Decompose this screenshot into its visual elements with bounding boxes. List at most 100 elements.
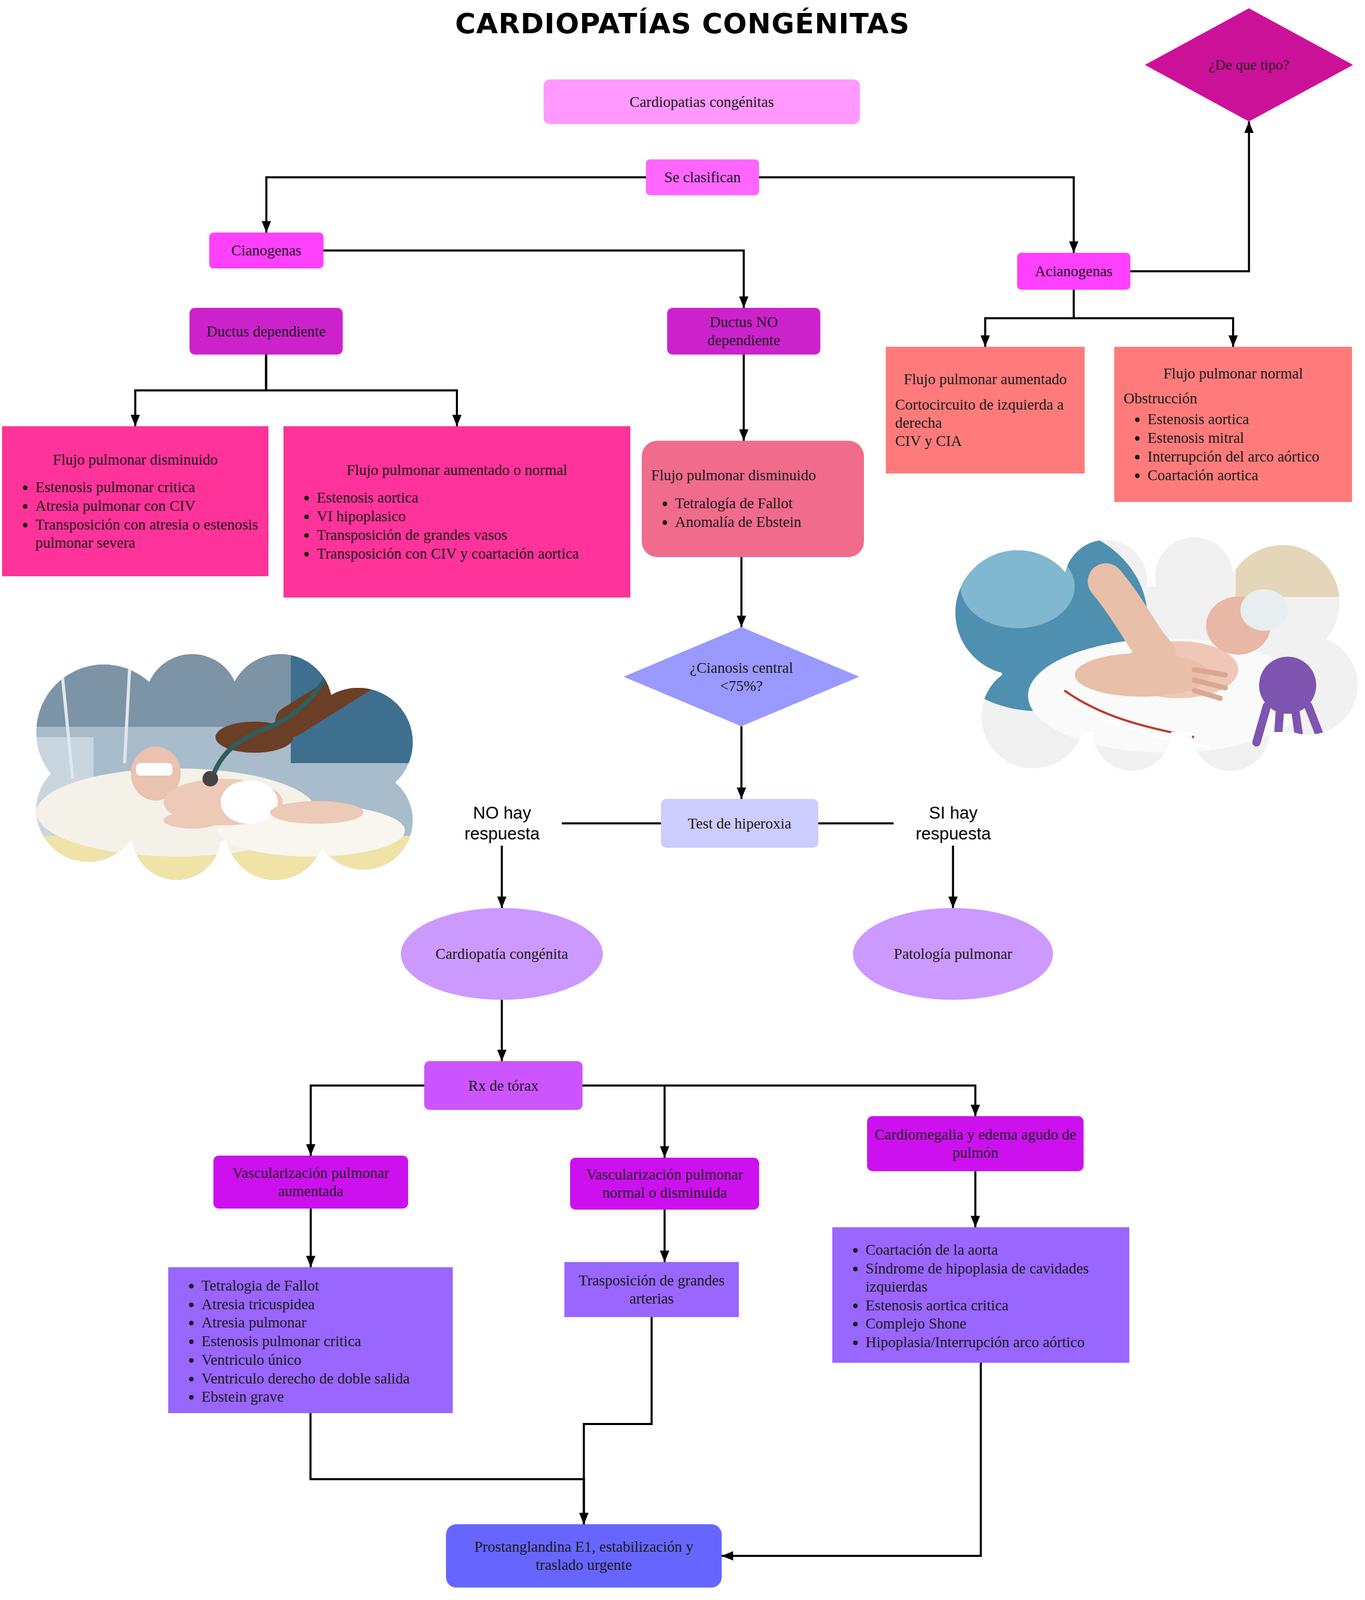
- connector-arrow: [501, 999, 504, 1062]
- process-box: Cianogenas: [209, 232, 324, 269]
- connector-arrow: [135, 354, 267, 427]
- box-text: Vascularización pulmonar aumentada: [220, 1164, 401, 1201]
- list-item: Estenosis aortica critica: [865, 1296, 1120, 1315]
- list-item: Coartación de la aorta: [865, 1240, 1120, 1260]
- list-item: Interrupción del arco aórtico: [1147, 447, 1343, 466]
- connector-arrow: [742, 354, 746, 441]
- box-heading: Flujo pulmonar aumentado o normal: [292, 461, 621, 480]
- list-item: Atresia pulmonar: [201, 1313, 444, 1332]
- connector-arrow: [582, 1085, 665, 1158]
- list-item: Ebstein grave: [201, 1387, 444, 1407]
- list-item: Ventriculo derecho de doble salida: [201, 1369, 444, 1388]
- list-item: Estenosis aortica: [316, 488, 621, 507]
- box-text: Prostanglandina E1, estabilización y tra…: [453, 1537, 715, 1575]
- process-box: Cardiopatias congénitas: [543, 79, 860, 125]
- process-box: Coartación de la aortaSíndrome de hipopl…: [832, 1227, 1130, 1363]
- decision-diamond: ¿De que tipo?: [1144, 8, 1354, 122]
- box-text: CIV y CIA: [895, 431, 1076, 451]
- box-text: Ductus NO dependiente: [674, 313, 814, 350]
- connector-arrow: [740, 726, 743, 800]
- connector-arrow: [309, 1208, 313, 1268]
- box-text: Cianogenas: [216, 241, 317, 260]
- connector-arrow: [663, 1209, 666, 1263]
- edge-label: NO hay respuesta: [442, 800, 562, 846]
- box-heading: Flujo pulmonar disminuido: [11, 450, 260, 469]
- process-box: Flujo pulmonar normalObstrucciónEstenosi…: [1114, 346, 1353, 503]
- bullet-list: Coartación de la aortaSíndrome de hipopl…: [841, 1240, 1120, 1353]
- connector-arrow: [310, 1413, 585, 1525]
- list-item: Atresia tricuspidea: [201, 1295, 444, 1314]
- connector-arrow: [582, 1085, 976, 1117]
- box-text: Patología pulmonar: [873, 944, 1033, 964]
- box-heading: Flujo pulmonar normal: [1123, 364, 1343, 383]
- newborn-photo: [929, 524, 1365, 779]
- bullet-list: Estenosis aorticaEstenosis mitralInterru…: [1123, 409, 1343, 485]
- box-text: Vascularización pulmonar normal o dismin…: [577, 1165, 752, 1202]
- process-box: Acianogenas: [1017, 252, 1131, 290]
- process-box: Rx de tórax: [424, 1061, 583, 1111]
- list-item: Coartación aortica: [1147, 466, 1343, 485]
- list-item: Estenosis aortica: [1147, 410, 1343, 429]
- list-item: Transposición con CIV y coartación aorti…: [316, 544, 621, 563]
- list-item: Síndrome de hipoplasia de cavidades izqu…: [865, 1259, 1120, 1296]
- connector-arrow: [759, 177, 1074, 254]
- box-text: ¿De que tipo?: [1186, 56, 1312, 74]
- box-text: Obstrucción: [1123, 389, 1343, 408]
- list-item: Estenosis pulmonar critica: [201, 1332, 444, 1351]
- connector-arrow: [974, 1171, 977, 1228]
- terminal-ellipse: Patología pulmonar: [853, 908, 1053, 1000]
- box-text: Trasposición de grandes arterias: [571, 1271, 732, 1308]
- list-item: Tetralogía de Fallot: [674, 494, 855, 513]
- process-box: Vascularización pulmonar aumentada: [213, 1155, 409, 1209]
- box-text: ¿Cianosis central <75%?: [670, 658, 813, 696]
- process-box: Cardiomegalia y edema agudo de pulmón: [867, 1116, 1084, 1172]
- connector-arrow: [1130, 121, 1250, 272]
- bullet-list: Estenosis pulmonar criticaAtresia pulmon…: [11, 477, 260, 552]
- bullet-list: Tetralogía de FallotAnomalía de Ebstein: [651, 493, 855, 532]
- connector-arrow: [311, 1085, 425, 1156]
- bullet-list: Estenosis aorticaVI hipoplasicoTransposi…: [292, 488, 621, 563]
- process-box: Flujo pulmonar disminuidoEstenosis pulmo…: [2, 426, 269, 577]
- list-item: Atresia pulmonar con CIV: [35, 496, 260, 516]
- box-heading: Flujo pulmonar aumentado: [895, 370, 1076, 389]
- edge-label: SI hay respuesta: [893, 800, 1013, 846]
- box-text: Ductus dependiente: [196, 322, 336, 341]
- process-box: Flujo pulmonar disminuidoTetralogía de F…: [641, 440, 864, 558]
- diamond-fill: [1144, 8, 1354, 122]
- connector-arrow: [740, 557, 743, 628]
- process-box: Ductus NO dependiente: [667, 307, 821, 355]
- process-box: Se clasifican: [645, 159, 760, 196]
- connector-arrow: [985, 289, 1075, 347]
- list-item: VI hipoplasico: [316, 507, 621, 526]
- list-item: Transposición de grandes vasos: [316, 525, 621, 545]
- connector-arrow: [266, 177, 646, 234]
- box-text: Cortocircuito de izquierda a derecha: [895, 395, 1076, 432]
- terminal-ellipse: Cardiopatía congénita: [400, 908, 603, 1000]
- diamond-outline: [623, 627, 860, 727]
- connector-arrow: [721, 1362, 981, 1557]
- connector-arrow: [323, 250, 745, 309]
- box-text: Acianogenas: [1024, 262, 1124, 281]
- process-box: Trasposición de grandes arterias: [564, 1262, 739, 1318]
- process-box: Test de hiperoxia: [660, 799, 819, 848]
- box-text: Se clasifican: [653, 168, 752, 187]
- list-item: Complejo Shone: [865, 1314, 1120, 1333]
- incubator-photo: [31, 649, 426, 888]
- connector-arrow: [584, 1317, 653, 1525]
- process-box: Vascularización pulmonar normal o dismin…: [570, 1157, 760, 1210]
- list-item: Estenosis mitral: [1147, 428, 1343, 448]
- list-item: Estenosis pulmonar critica: [35, 478, 260, 497]
- box-text: Cardiomegalia y edema agudo de pulmón: [874, 1125, 1077, 1162]
- list-item: Tetralogia de Fallot: [201, 1276, 444, 1295]
- box-heading: Flujo pulmonar disminuido: [651, 466, 855, 485]
- connector-arrow: [1073, 289, 1234, 347]
- bullet-list: Tetralogia de FallotAtresia tricuspideaA…: [177, 1276, 444, 1408]
- process-box: Flujo pulmonar aumentado o normalEstenos…: [283, 426, 631, 598]
- process-box: Tetralogia de FallotAtresia tricuspideaA…: [168, 1267, 453, 1414]
- box-text: Cardiopatía congénita: [421, 944, 583, 964]
- process-box: Flujo pulmonar aumentadoCortocircuito de…: [885, 346, 1085, 474]
- list-item: Hipoplasia/Interrupción arco aórtico: [865, 1333, 1120, 1352]
- list-item: Anomalía de Ebstein: [674, 512, 855, 532]
- list-item: Ventriculo único: [201, 1350, 444, 1370]
